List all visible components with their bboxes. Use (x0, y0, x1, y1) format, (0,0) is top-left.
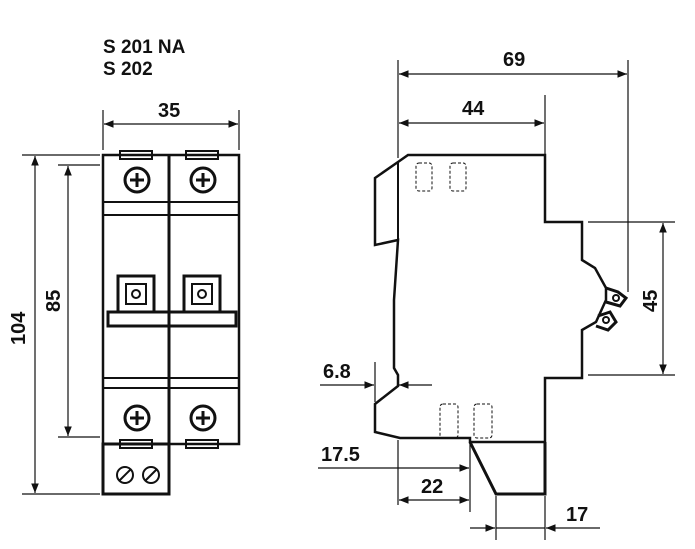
rail-height-dimension-label: 45 (640, 290, 662, 312)
width-dimension-label: 35 (158, 100, 180, 122)
tab-dimension-label: 17 (566, 504, 588, 526)
top-terminal-tab-left (119, 150, 153, 160)
screw-icon (123, 166, 151, 194)
toggle-lever (605, 286, 629, 308)
hidden-terminal-bottom-1 (439, 403, 459, 439)
toggle-lever-lower (595, 310, 618, 332)
model-title-line-1: S 201 NA (103, 37, 186, 58)
foot-depth-dimension-label: 22 (421, 476, 443, 498)
model-title-line-2: S 202 (103, 59, 153, 80)
screw-icon (123, 404, 151, 432)
offset-dimension-label: 6.8 (323, 361, 351, 383)
side-body-outline (373, 153, 608, 444)
inner-height-dimension-label: 85 (43, 290, 65, 312)
foot-dimension-label: 17.5 (321, 444, 360, 466)
total-depth-dimension-label: 69 (503, 49, 525, 71)
toggle-lever-left (125, 283, 147, 305)
hidden-terminal-top-1 (415, 162, 433, 192)
din-foot (468, 441, 547, 496)
screw-icon (189, 404, 217, 432)
bottom-terminal-tab-right (185, 439, 219, 449)
side-view: 69 44 45 6.8 17.5 22 17 (318, 49, 675, 540)
screw-icon (189, 166, 217, 194)
handle-tie-bar (106, 310, 238, 328)
height-dimension-label: 104 (8, 311, 30, 345)
indicator-icon (197, 289, 207, 299)
screw-icon (116, 466, 134, 484)
toggle-lever-right (191, 283, 213, 305)
depth-dimension-label: 44 (462, 98, 485, 120)
front-view: 35 104 85 (8, 100, 241, 496)
indicator-icon (131, 289, 141, 299)
hidden-terminal-top-2 (449, 162, 467, 192)
toggle-pivot-icon (612, 294, 620, 302)
screw-icon (142, 466, 160, 484)
hidden-terminal-bottom-2 (473, 403, 493, 439)
din-clip (101, 442, 171, 496)
toggle-pivot-icon (602, 316, 610, 324)
top-terminal-tab-right (185, 150, 219, 160)
